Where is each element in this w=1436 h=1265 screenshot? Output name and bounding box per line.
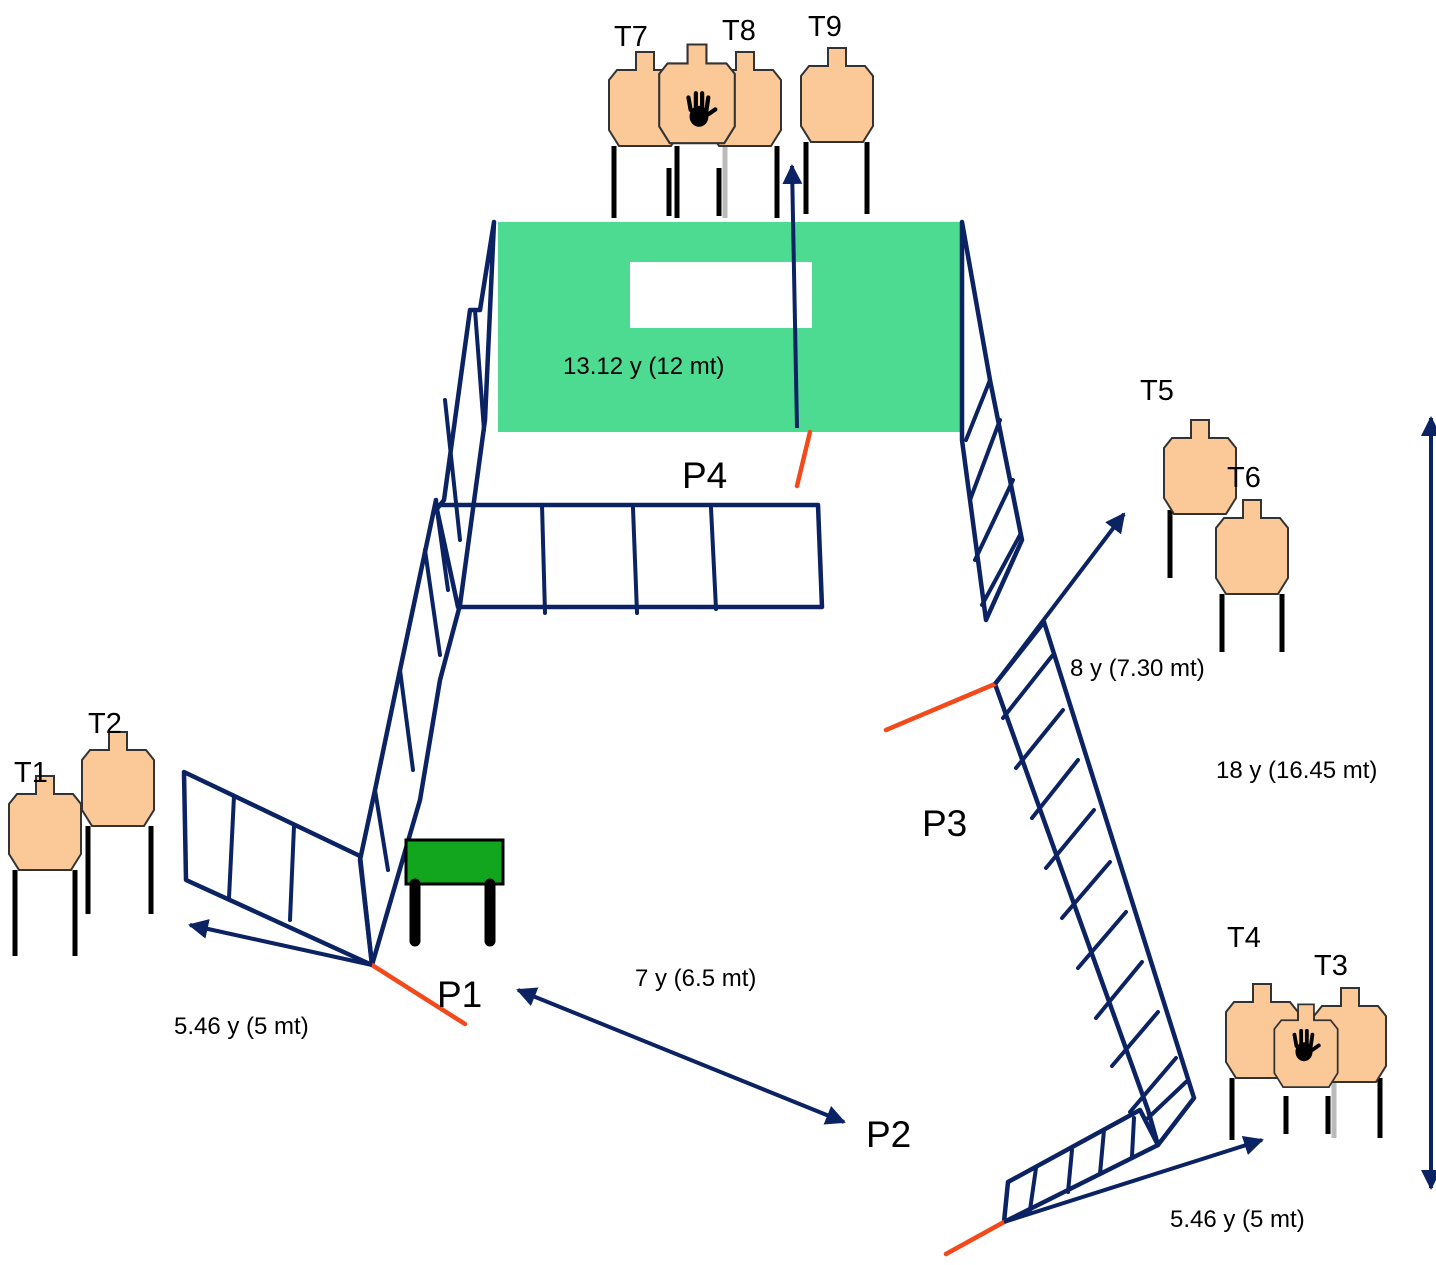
label-t3: T3 (1314, 950, 1348, 982)
label-t6: T6 (1227, 462, 1261, 494)
label-t5: T5 (1140, 375, 1174, 407)
label-t9: T9 (808, 11, 842, 43)
fault-line-p4 (794, 429, 813, 489)
left-wall (357, 219, 497, 968)
label-p1: P1 (437, 974, 482, 1015)
distance-stage-depth: 18 y (16.45 mt) (1216, 757, 1377, 784)
arrow-p4-targets (782, 164, 803, 429)
no-shoot-top (658, 43, 736, 216)
target-t1 (8, 775, 82, 956)
right-upper-wall (959, 219, 1025, 623)
distance-p2-targets: 5.46 y (5 mt) (1170, 1206, 1305, 1233)
label-p3: P3 (922, 803, 967, 844)
middle-wall (433, 502, 825, 615)
target-t9 (800, 47, 874, 214)
label-t4: T4 (1227, 922, 1261, 954)
label-t7: T7 (614, 21, 648, 53)
label-p4: P4 (682, 455, 727, 496)
label-t8: T8 (722, 15, 756, 47)
right-long-wall (992, 619, 1197, 1148)
fault-line-p1 (369, 962, 468, 1027)
target-t7 (608, 51, 682, 218)
fault-line-p2 (943, 1219, 1007, 1257)
arrow-p3-targets (993, 512, 1126, 686)
left-short-wall (181, 769, 375, 968)
target-t4 (1225, 983, 1299, 1140)
target-t8 (708, 51, 782, 218)
no-shoot-bottom (1273, 1003, 1339, 1134)
bottom-right-wall (1001, 1107, 1161, 1225)
distance-p3-targets: 8 y (7.30 mt) (1070, 655, 1205, 682)
distance-p4-targets: 13.12 y (12 mt) (563, 353, 724, 380)
fault-line-p3 (883, 681, 998, 733)
label-p2: P2 (866, 1114, 911, 1155)
target-t5 (1163, 419, 1237, 578)
shooting-area-box (630, 262, 812, 328)
table (404, 838, 505, 947)
label-t1: T1 (14, 757, 48, 789)
target-t6 (1215, 499, 1289, 652)
target-t3 (1313, 987, 1387, 1138)
arrow-p2-targets (1003, 1135, 1264, 1224)
label-t2: T2 (88, 708, 122, 740)
target-t2 (81, 731, 155, 914)
distance-p1-p2: 7 y (6.5 mt) (635, 965, 756, 992)
distance-p1-targets: 5.46 y (5 mt) (174, 1013, 309, 1040)
arrow-p1-targets (188, 919, 373, 967)
arrow-p1-p2 (516, 987, 846, 1125)
